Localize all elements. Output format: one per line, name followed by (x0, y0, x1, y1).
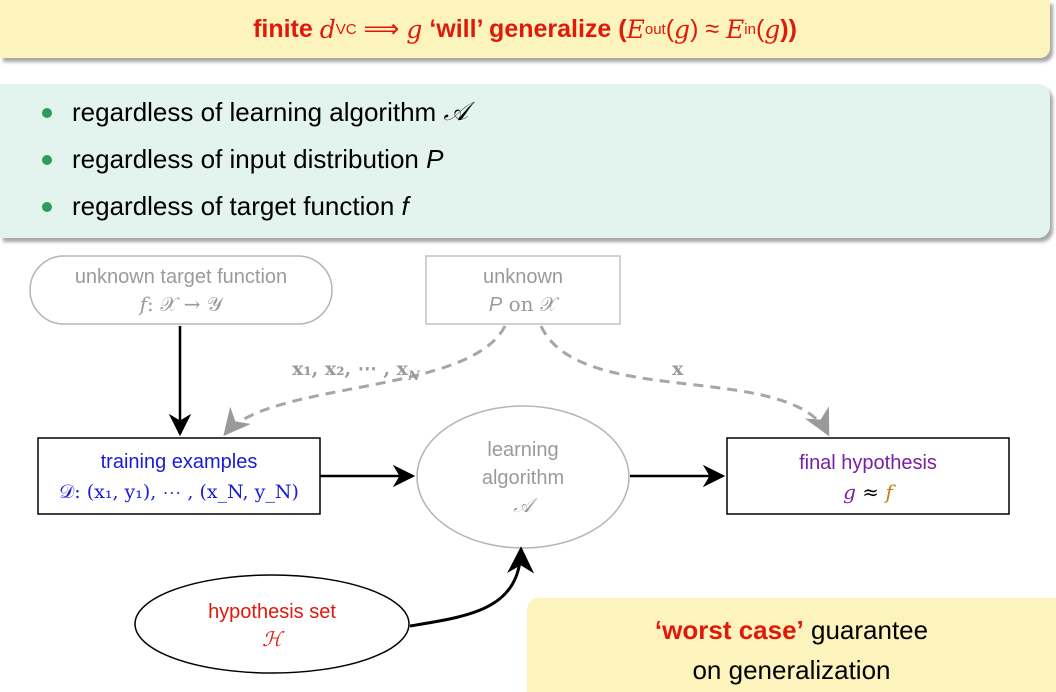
hypothesis-set-sym: ℋ (262, 627, 285, 651)
worst-case-note: ‘worst case’ guarantee on generalization (527, 598, 1056, 692)
input-distribution-sym: P on 𝒳 (489, 292, 560, 316)
note-rest: guarantee (803, 615, 929, 645)
hypothesis-set-node (134, 574, 410, 674)
banner-paren3: ( (755, 14, 765, 43)
final-hypothesis-node (726, 437, 1010, 515)
banner-g3: g (764, 14, 781, 44)
bullet-text: regardless of input distribution (72, 144, 419, 174)
banner-g: g (406, 14, 423, 44)
bullet-text: regardless of learning algorithm (72, 97, 437, 127)
note-line1: ‘worst case’ guarantee (527, 610, 1056, 650)
banner-g2: g (674, 14, 691, 44)
bullet-dot (42, 107, 52, 118)
bullet-sym: 𝒜 (443, 97, 469, 127)
bullet-text: regardless of target function (72, 191, 395, 221)
bullet-dot (42, 154, 52, 165)
arrow-dist-to-training (223, 325, 507, 437)
target-function-node (29, 255, 333, 325)
learning-algorithm-label: learning (487, 439, 558, 461)
target-function-map: f: 𝒳 → 𝒴 (138, 292, 224, 316)
banner-implies: ⟹ (363, 15, 400, 43)
input-distribution-label: unknown (483, 266, 563, 288)
bullet-sym: f (401, 191, 409, 221)
bullet-distribution: regardless of input distribution P (42, 144, 443, 175)
training-examples-node (37, 437, 321, 515)
note-em: ‘worst case’ (654, 615, 804, 645)
note-line2: on generalization (692, 655, 891, 685)
bullet-list: regardless of learning algorithm 𝒜 regar… (0, 84, 1050, 238)
bullet-sym: P (426, 144, 444, 174)
bullet-target: regardless of target function f (42, 191, 409, 222)
target-function-label: unknown target function (75, 266, 287, 288)
final-hypothesis-eq: g ≈ f (843, 480, 896, 504)
banner-finite: finite (253, 14, 313, 43)
training-examples-label: training examples (101, 451, 258, 473)
banner-e-out: E (626, 14, 645, 44)
arrow-dist-to-final (539, 325, 830, 437)
learning-algorithm-label2: algorithm (482, 467, 564, 489)
input-distribution-node (425, 255, 621, 325)
hypothesis-set-label: hypothesis set (208, 601, 336, 623)
banner-d: d (319, 14, 336, 44)
banner-will-generalize: ‘will’ generalize ( (429, 14, 627, 43)
banner-paren1: ( (665, 14, 675, 43)
learning-flow-diagram: unknown target function f: 𝒳 → 𝒴 unknown… (29, 255, 1010, 674)
bullet-dot (42, 201, 52, 212)
banner-e-in-sub: in (744, 20, 756, 38)
samples-label: x₁, x₂, ⋯ , xN (292, 358, 421, 384)
banner-approx: ) ≈ (690, 14, 726, 43)
banner-e-in: E (726, 14, 745, 44)
x-label: x (672, 358, 684, 380)
banner-d-sub: VC (335, 20, 357, 38)
arrow-hypothesis-to-algorithm (409, 546, 535, 628)
banner-paren4: )) (780, 14, 797, 43)
banner-e-out-sub: out (644, 20, 666, 38)
final-hypothesis-label: final hypothesis (799, 452, 937, 474)
bullet-algorithm: regardless of learning algorithm 𝒜 (42, 97, 468, 128)
training-examples-set: 𝒟: (x₁, y₁), ⋯ , (x_N, y_N) (59, 481, 299, 503)
